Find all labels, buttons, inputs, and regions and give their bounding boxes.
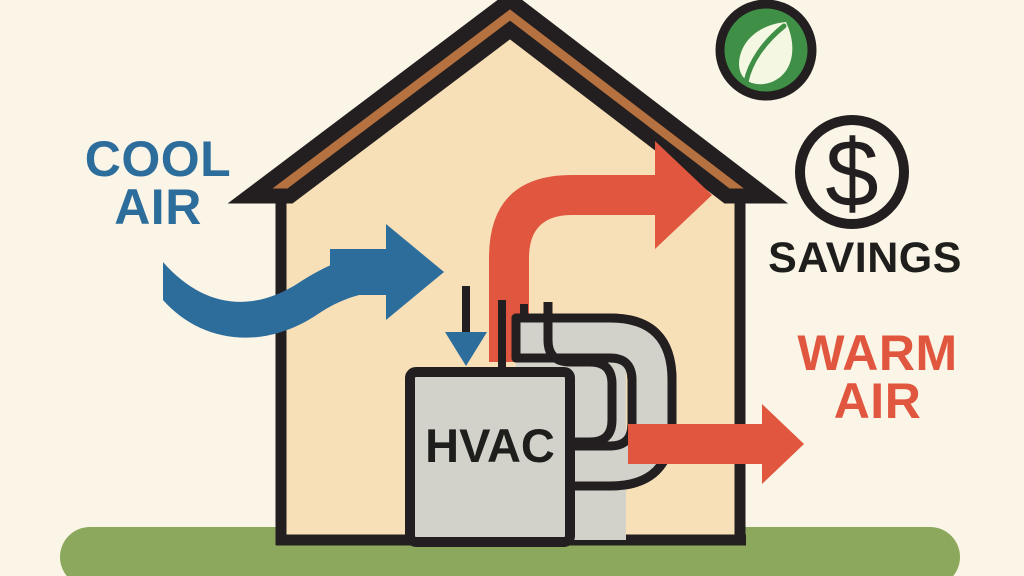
cool-air-label: COOL AIR [84,131,232,235]
dollar-badge-circle [795,115,909,229]
warm-air-exit-arrow [628,404,804,484]
cool-air-arrow [163,224,444,338]
return-arrowhead [655,141,712,249]
return-elbow-arrow-body [489,175,666,360]
leaf-badge[interactable] [715,0,817,101]
leaf-vein-icon [743,23,787,85]
hvac-unit-label: HVAC [425,419,555,472]
dollar-badge[interactable]: $ [795,115,909,229]
hvac-unit-box[interactable] [405,367,575,547]
warm-air-arrowhead [762,404,804,484]
intake-down-arrow [445,286,487,366]
cool-air-arrow-shaft [330,249,400,295]
dollar-sign-icon: $ [825,120,878,227]
warm-air-label: WARM AIR [797,325,958,429]
intake-arrowhead [445,332,487,366]
roof-fill [227,0,789,204]
savings-label: SAVINGS [768,234,962,282]
cool-air-arrowhead [386,224,444,320]
warm-air-arrow-shaft [628,424,778,464]
duct-inner-pipe-overlay [543,302,617,447]
